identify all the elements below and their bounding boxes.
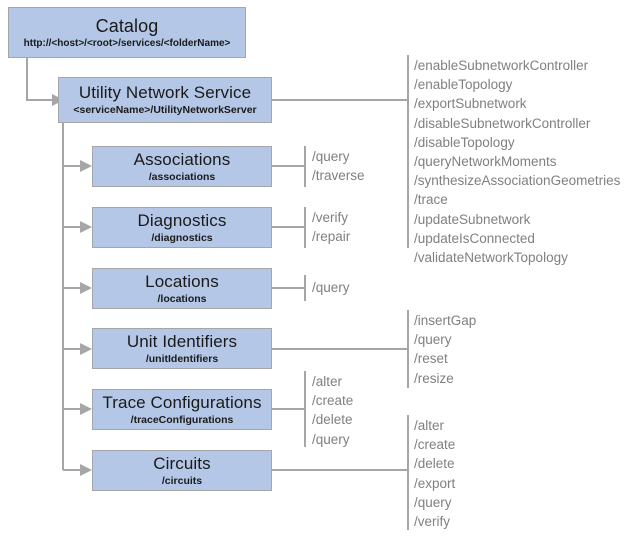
operations-unit-identifiers-item: /resize bbox=[414, 370, 454, 386]
operations-utility-network-service-item: /enableTopology bbox=[414, 77, 513, 93]
operations-trace-configurations-item: /query bbox=[312, 431, 350, 447]
operations-utility-network-service-item: /disableTopology bbox=[414, 134, 515, 150]
node-unit-identifiers-title: Unit Identifiers bbox=[126, 331, 238, 351]
arrowhead-trace-configurations bbox=[80, 403, 92, 415]
operations-unit-identifiers-item: /reset bbox=[414, 351, 448, 367]
operations-utility-network-service-item: /enableSubnetworkController bbox=[414, 58, 589, 73]
node-trace-configurations[interactable]: Trace Configurations /traceConfiguration… bbox=[92, 389, 272, 430]
arrowhead-unit-identifiers bbox=[80, 343, 92, 355]
operations-trace-configurations-item: /delete bbox=[312, 412, 353, 428]
operations-circuits: /alter/create/delete/export/query/verify bbox=[414, 416, 455, 531]
node-locations-path: /locations bbox=[157, 292, 207, 305]
node-catalog[interactable]: Catalog http://<host>/<root>/services/<f… bbox=[8, 7, 246, 58]
operations-trace-configurations: /alter/create/delete/query bbox=[312, 372, 353, 449]
node-circuits-title: Circuits bbox=[153, 453, 211, 473]
node-associations-path: /associations bbox=[148, 170, 216, 183]
node-diagnostics[interactable]: Diagnostics /diagnostics bbox=[92, 207, 272, 248]
node-utility-network-service[interactable]: Utility Network Service <serviceName>/Ut… bbox=[58, 77, 272, 123]
operations-utility-network-service-item: /queryNetworkMoments bbox=[414, 154, 557, 170]
node-diagnostics-path: /diagnostics bbox=[151, 231, 213, 244]
operations-utility-network-service-item: /updateIsConnected bbox=[414, 230, 535, 246]
operations-utility-network-service: /enableSubnetworkController/enableTopolo… bbox=[414, 56, 620, 267]
operations-unit-identifiers-item: /query bbox=[414, 332, 452, 348]
node-locations-title: Locations bbox=[145, 271, 219, 291]
operations-utility-network-service-item: /synthesizeAssociationGeometries bbox=[414, 173, 621, 189]
arrowhead-circuits bbox=[80, 464, 92, 476]
operations-diagnostics: /verify/repair bbox=[312, 208, 350, 246]
node-circuits[interactable]: Circuits /circuits bbox=[92, 450, 272, 491]
operations-utility-network-service-item: /exportSubnetwork bbox=[414, 96, 527, 112]
node-catalog-path: http://<host>/<root>/services/<folderNam… bbox=[23, 37, 231, 49]
operations-associations: /query/traverse bbox=[312, 147, 365, 185]
node-circuits-path: /circuits bbox=[161, 474, 203, 487]
operations-utility-network-service-item: /updateSubnetwork bbox=[414, 211, 531, 227]
arrowhead-locations bbox=[80, 282, 92, 294]
operations-diagnostics-item: /verify bbox=[312, 210, 349, 225]
operations-locations: /query bbox=[312, 278, 350, 297]
operations-trace-configurations-item: /alter bbox=[312, 374, 343, 389]
operations-diagnostics-item: /repair bbox=[312, 229, 351, 245]
operations-trace-configurations-item: /create bbox=[312, 393, 354, 409]
operations-circuits-item: /alter bbox=[414, 418, 445, 433]
operations-associations-item: /query bbox=[312, 149, 350, 164]
operations-associations-item: /traverse bbox=[312, 168, 365, 184]
node-associations-title: Associations bbox=[133, 149, 231, 169]
operations-circuits-item: /create bbox=[414, 437, 456, 453]
operations-circuits-item: /export bbox=[414, 475, 456, 491]
node-associations[interactable]: Associations /associations bbox=[92, 146, 272, 187]
node-trace-configurations-title: Trace Configurations bbox=[102, 392, 262, 412]
node-unit-identifiers[interactable]: Unit Identifiers /unitIdentifiers bbox=[92, 328, 272, 369]
operations-circuits-item: /query bbox=[414, 494, 452, 510]
operations-locations-item: /query bbox=[312, 280, 350, 295]
operations-circuits-item: /delete bbox=[414, 456, 455, 472]
arrowhead-diagnostics bbox=[80, 221, 92, 233]
node-catalog-title: Catalog bbox=[95, 15, 159, 36]
node-trace-configurations-path: /traceConfigurations bbox=[130, 413, 234, 426]
operations-utility-network-service-item: /disableSubnetworkController bbox=[414, 115, 591, 131]
node-utility-network-service-path: <serviceName>/UtilityNetworkServer bbox=[73, 104, 257, 116]
wire-catalog-to-uns bbox=[26, 58, 52, 101]
node-diagnostics-title: Diagnostics bbox=[137, 210, 227, 230]
node-locations[interactable]: Locations /locations bbox=[92, 268, 272, 309]
node-utility-network-service-title: Utility Network Service bbox=[78, 83, 252, 102]
arrowhead-associations bbox=[80, 160, 92, 172]
operations-utility-network-service-item: /validateNetworkTopology bbox=[414, 250, 568, 266]
operations-utility-network-service-item: /trace bbox=[414, 192, 448, 208]
operations-unit-identifiers: /insertGap/query/reset/resize bbox=[414, 311, 476, 388]
node-unit-identifiers-path: /unitIdentifiers bbox=[145, 352, 219, 365]
operations-circuits-item: /verify bbox=[414, 514, 451, 530]
operations-unit-identifiers-item: /insertGap bbox=[414, 313, 477, 328]
